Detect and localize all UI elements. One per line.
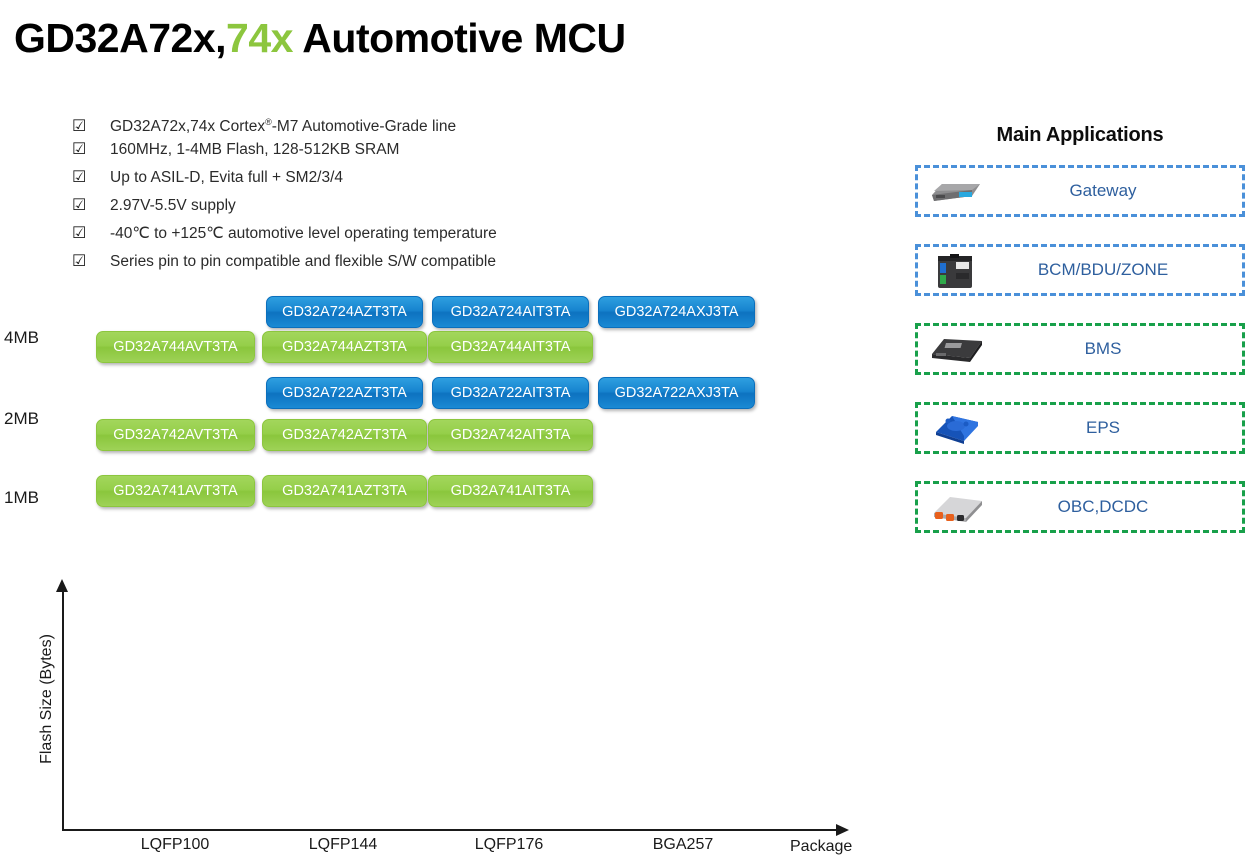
bms-module-icon [926, 329, 988, 369]
feature-text: -40℃ to +125℃ automotive level operating… [110, 220, 497, 248]
y-tick-label: 2MB [4, 409, 39, 428]
checkbox-checked-icon: ☑ [72, 141, 87, 158]
feature-text-pre: -40℃ to +125℃ automotive level operating… [110, 225, 497, 242]
product-chip[interactable]: GD32A724AXJ3TA [598, 296, 755, 328]
x-tick-label: BGA257 [652, 836, 714, 853]
page-title: GD32A72x,74x Automotive MCU [14, 12, 626, 64]
bcm-module-icon [926, 250, 988, 290]
y-axis-line [62, 590, 64, 830]
product-chip[interactable]: GD32A742AIT3TA [428, 419, 593, 451]
feature-text: Up to ASIL-D, Evita full + SM2/3/4 [110, 164, 343, 192]
checkbox-checked-icon: ☑ [72, 225, 87, 242]
feature-row: ☑ 2.97V-5.5V supply [72, 192, 692, 220]
feature-row: ☑ GD32A72x,74x Cortex®-M7 Automotive-Grad… [72, 108, 692, 136]
application-box[interactable]: OBC,DCDC [915, 481, 1245, 533]
feature-text-pre: 2.97V-5.5V supply [110, 197, 236, 214]
product-chip[interactable]: GD32A741AIT3TA [428, 475, 593, 507]
x-axis-arrow-icon [836, 823, 849, 836]
eps-module-icon [926, 408, 988, 448]
x-tick-label: LQFP100 [140, 836, 210, 853]
product-chip[interactable]: GD32A744AZT3TA [262, 331, 427, 363]
page-title-accent: 74x [226, 15, 293, 61]
application-list: Gateway BCM/BDU/ZONE BMS EPS [915, 165, 1245, 533]
product-chip[interactable]: GD32A741AZT3TA [262, 475, 427, 507]
application-label: BMS [1084, 339, 1122, 358]
feature-text: 2.97V-5.5V supply [110, 192, 236, 220]
feature-row: ☑ Up to ASIL-D, Evita full + SM2/3/4 [72, 164, 692, 192]
y-tick-label: 4MB [4, 328, 39, 347]
gateway-module-icon [926, 171, 988, 211]
y-axis-title: Flash Size (Bytes) [38, 634, 55, 764]
product-chip[interactable]: GD32A742AZT3TA [262, 419, 427, 451]
y-tick-label: 1MB [4, 488, 39, 507]
application-box[interactable]: EPS [915, 402, 1245, 454]
product-chip[interactable]: GD32A722AIT3TA [432, 377, 589, 409]
product-chip[interactable]: GD32A744AIT3TA [428, 331, 593, 363]
product-chip[interactable]: GD32A742AVT3TA [96, 419, 255, 451]
application-label: Gateway [1069, 181, 1137, 200]
application-box[interactable]: Gateway [915, 165, 1245, 217]
product-matrix-chart: Flash Size (Bytes) Package 4MB 2MB 1MB LQF… [0, 280, 880, 855]
feature-text-post: -M7 Automotive-Grade line [271, 118, 457, 136]
feature-list: ☑ GD32A72x,74x Cortex®-M7 Automotive-Grad… [72, 108, 692, 276]
main-applications-heading: Main Applications [996, 124, 1164, 146]
x-axis-title: Package [790, 838, 853, 855]
y-axis-arrow-icon [56, 579, 68, 592]
feature-text: GD32A72x,74x Cortex®-M7 Automotive-Grade… [110, 108, 456, 141]
checkbox-checked-icon: ☑ [72, 169, 87, 186]
application-box[interactable]: BCM/BDU/ZONE [915, 244, 1245, 296]
page-title-part2: Automotive MCU [292, 15, 626, 61]
product-chip[interactable]: GD32A724AIT3TA [432, 296, 589, 328]
checkbox-checked-icon: ☑ [72, 118, 87, 136]
obc-module-icon [926, 487, 988, 527]
application-label: BCM/BDU/ZONE [1037, 260, 1169, 279]
application-label: EPS [1085, 418, 1121, 437]
feature-text: 160MHz, 1-4MB Flash, 128-512KB SRAM [110, 136, 399, 164]
application-box[interactable]: BMS [915, 323, 1245, 375]
x-tick-label: LQFP144 [308, 836, 378, 853]
feature-row: ☑ 160MHz, 1-4MB Flash, 128-512KB SRAM [72, 136, 692, 164]
x-tick-label: LQFP176 [474, 836, 544, 853]
feature-text-pre: Series pin to pin compatible and flexibl… [110, 253, 496, 270]
feature-text: Series pin to pin compatible and flexibl… [110, 248, 496, 276]
feature-text-pre: 160MHz, 1-4MB Flash, 128-512KB SRAM [110, 141, 400, 158]
product-chip[interactable]: GD32A741AVT3TA [96, 475, 255, 507]
product-chip[interactable]: GD32A722AZT3TA [266, 377, 423, 409]
application-label: OBC,DCDC [1057, 497, 1149, 516]
product-chip[interactable]: GD32A722AXJ3TA [598, 377, 755, 409]
page-title-part1: GD32A72x, [14, 15, 227, 61]
checkbox-checked-icon: ☑ [72, 197, 87, 214]
feature-text-pre: Up to ASIL-D, Evita full + SM2/3/4 [110, 169, 344, 186]
x-axis-line [62, 829, 838, 831]
checkbox-checked-icon: ☑ [72, 253, 87, 270]
product-chip[interactable]: GD32A744AVT3TA [96, 331, 255, 363]
registered-mark: ® [265, 117, 272, 127]
feature-text-pre: GD32A72x,74x Cortex [110, 118, 266, 136]
product-chip[interactable]: GD32A724AZT3TA [266, 296, 423, 328]
feature-row: ☑ -40℃ to +125℃ automotive level operatin… [72, 220, 692, 248]
main-applications-panel: Main Applications Gateway BCM/BDU/ZONE B… [915, 124, 1245, 560]
feature-row: ☑ Series pin to pin compatible and flexib… [72, 248, 692, 276]
